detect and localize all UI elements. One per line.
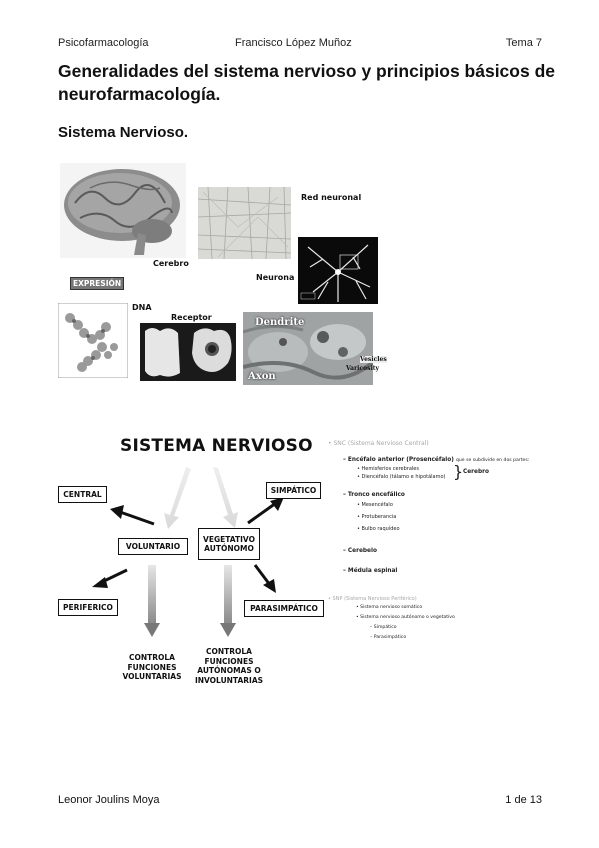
snp-heading: • SNP (Sistema Nervioso Periférico) <box>328 596 417 602</box>
label-varicosity: Varicosity <box>346 365 380 372</box>
snp-autonomo: • Sistema nervioso autónomo o vegetativo <box>356 615 455 620</box>
snc-hemisferios: • Hemisferios cerebrales <box>357 466 419 472</box>
label-vesicles: Vesicles <box>360 356 387 363</box>
snp-parasimpatico: – Parasimpático <box>370 635 407 640</box>
nervous-system-diagram: SISTEMA NERVIOSO CENTRAL VOLUNTARIO VEGE… <box>58 425 543 710</box>
footer-author: Leonor Joulins Moya <box>58 794 160 806</box>
snc-cerebelo: – Cerebelo <box>343 548 377 554</box>
snc-diencefalo: • Diencéfalo (tálamo e hipotálamo) <box>357 474 446 480</box>
label-cerebro: Cerebro <box>153 259 189 268</box>
snc-medula: – Médula espinal <box>343 568 398 574</box>
dna-image <box>58 303 128 378</box>
page-title: Generalidades del sistema nervioso y pri… <box>58 61 555 104</box>
label-dna: DNA <box>132 303 152 312</box>
receptor-image <box>140 323 236 381</box>
controla-autonomas-text: CONTROLA FUNCIONES AUTÓNOMAS O INVOLUNTA… <box>194 647 264 685</box>
snc-bulbo: • Bulbo raquídeo <box>357 526 400 532</box>
controla-voluntarias-text: CONTROLA FUNCIONES VOLUNTARIAS <box>122 653 182 681</box>
diagram-title: SISTEMA NERVIOSO <box>120 436 313 456</box>
label-red-neuronal: Red neuronal <box>301 193 362 202</box>
snc-protuberancia: • Protuberancia <box>357 514 397 520</box>
box-central: CENTRAL <box>58 486 107 503</box>
snc-heading: • SNC (Sistema Nervioso Central) <box>328 440 429 447</box>
label-expresion: EXPRESIÓN <box>70 277 125 290</box>
footer-page-number: 1 de 13 <box>505 794 542 806</box>
cerebro-brace-label: Cerebro <box>463 469 489 475</box>
snc-tronco: – Tronco encefálico <box>343 492 405 498</box>
brain-image <box>60 163 186 258</box>
box-parasimpatico: PARASIMPÁTICO <box>244 600 324 617</box>
neural-network-image <box>198 187 291 259</box>
snc-list: • SNC (Sistema Nervioso Central) – Encéf… <box>328 440 543 643</box>
label-receptor: Receptor <box>171 313 212 322</box>
snc-encefalo: – Encéfalo anterior (Prosencéfalo) que s… <box>343 457 530 463</box>
box-periferico: PERIFERICO <box>58 599 118 616</box>
section-heading: Sistema Nervioso. <box>58 124 189 141</box>
label-dendrite: Dendrite <box>255 317 305 328</box>
label-axon: Axon <box>248 371 276 382</box>
snp-somatico: • Sistema nervioso somático <box>356 605 423 610</box>
diagram-arrows <box>92 467 284 637</box>
neuron-image <box>298 237 378 304</box>
header-author: Francisco López Muñoz <box>235 37 352 49</box>
header-topic: Tema 7 <box>505 37 542 49</box>
neuro-figure: Cerebro Red neuronal Neurona EXPRESIÓN D… <box>58 160 387 385</box>
box-vegetativo-autonomo: VEGETATIVO AUTÓNOMO <box>198 528 260 560</box>
snc-mesencefalo: • Mesencéfalo <box>357 502 393 508</box>
snp-simpatico: – Simpático <box>370 625 397 630</box>
synapse-image <box>243 312 373 385</box>
label-neurona: Neurona <box>256 273 295 282</box>
box-voluntario: VOLUNTARIO <box>118 538 188 555</box>
box-simpatico: SIMPÁTICO <box>266 482 321 499</box>
header-subject: Psicofarmacología <box>58 37 149 49</box>
cerebro-brace: } <box>453 462 464 481</box>
